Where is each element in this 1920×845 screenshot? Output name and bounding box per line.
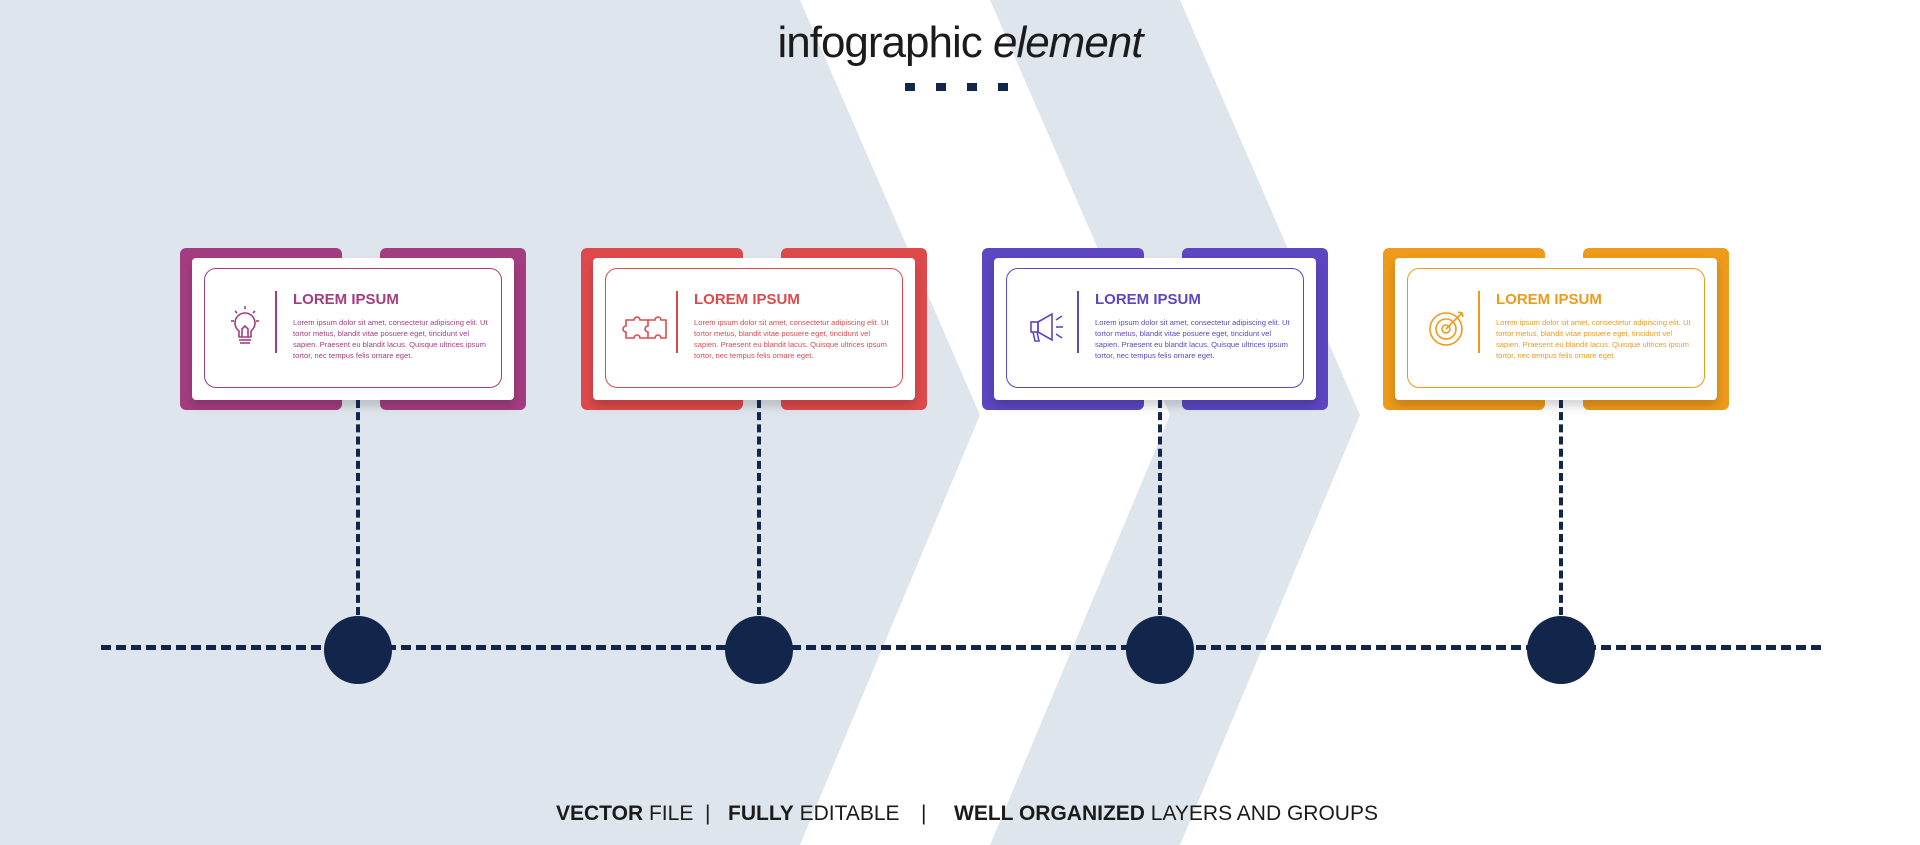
megaphone-icon bbox=[1030, 312, 1063, 342]
step-body: Lorem ipsum dolor sit amet, consectetur … bbox=[1095, 318, 1290, 360]
step-heading: LOREM IPSUM bbox=[1095, 291, 1201, 308]
step-heading: LOREM IPSUM bbox=[694, 291, 800, 308]
connector-line-1 bbox=[356, 400, 360, 615]
connector-line-3 bbox=[1158, 400, 1162, 615]
step-heading: LOREM IPSUM bbox=[1496, 291, 1602, 308]
step-body: Lorem ipsum dolor sit amet, consectetur … bbox=[293, 318, 488, 360]
card-separator bbox=[275, 291, 277, 353]
connector-line-2 bbox=[757, 400, 761, 615]
card-face: LOREM IPSUM Lorem ipsum dolor sit amet, … bbox=[994, 258, 1316, 400]
chevron-arrow-1 bbox=[800, 0, 1170, 845]
card-face: LOREM IPSUM Lorem ipsum dolor sit amet, … bbox=[192, 258, 514, 400]
lightbulb-icon bbox=[231, 306, 259, 344]
card-inner-frame: LOREM IPSUM Lorem ipsum dolor sit amet, … bbox=[605, 268, 903, 388]
step-body: Lorem ipsum dolor sit amet, consectetur … bbox=[694, 318, 889, 360]
card-separator bbox=[1478, 291, 1480, 353]
footer-separator-1: | bbox=[705, 802, 711, 825]
timeline-node-3 bbox=[1126, 616, 1194, 684]
card-separator bbox=[676, 291, 678, 353]
target-icon bbox=[1429, 311, 1464, 346]
timeline-node-2 bbox=[725, 616, 793, 684]
step-card-3: LOREM IPSUM Lorem ipsum dolor sit amet, … bbox=[982, 248, 1328, 410]
page-title: infographic element bbox=[0, 18, 1920, 68]
card-face: LOREM IPSUM Lorem ipsum dolor sit amet, … bbox=[1395, 258, 1717, 400]
step-body: Lorem ipsum dolor sit amet, consectetur … bbox=[1496, 318, 1691, 360]
title-main: infographic bbox=[777, 18, 982, 67]
footer-separator-2: | bbox=[921, 802, 927, 825]
card-face: LOREM IPSUM Lorem ipsum dolor sit amet, … bbox=[593, 258, 915, 400]
card-inner-frame: LOREM IPSUM Lorem ipsum dolor sit amet, … bbox=[204, 268, 502, 388]
step-heading: LOREM IPSUM bbox=[293, 291, 399, 308]
chevron-arrow-2 bbox=[1180, 0, 1920, 845]
title-underline-dots bbox=[905, 83, 1015, 91]
title-italic: element bbox=[992, 18, 1144, 67]
timeline-node-4 bbox=[1527, 616, 1595, 684]
footer-vector-file: VECTOR FILE bbox=[556, 802, 694, 825]
card-inner-frame: LOREM IPSUM Lorem ipsum dolor sit amet, … bbox=[1006, 268, 1304, 388]
step-card-2: LOREM IPSUM Lorem ipsum dolor sit amet, … bbox=[581, 248, 927, 410]
timeline-line bbox=[101, 645, 1821, 650]
step-card-1: LOREM IPSUM Lorem ipsum dolor sit amet, … bbox=[180, 248, 526, 410]
footer-well-organized: WELL ORGANIZED LAYERS AND GROUPS bbox=[954, 802, 1378, 825]
card-inner-frame: LOREM IPSUM Lorem ipsum dolor sit amet, … bbox=[1407, 268, 1705, 388]
puzzle-icon bbox=[622, 316, 667, 339]
connector-line-4 bbox=[1559, 400, 1563, 615]
footer-fully-editable: FULLY EDITABLE bbox=[728, 802, 900, 825]
card-separator bbox=[1077, 291, 1079, 353]
step-card-4: LOREM IPSUM Lorem ipsum dolor sit amet, … bbox=[1383, 248, 1729, 410]
timeline-node-1 bbox=[324, 616, 392, 684]
